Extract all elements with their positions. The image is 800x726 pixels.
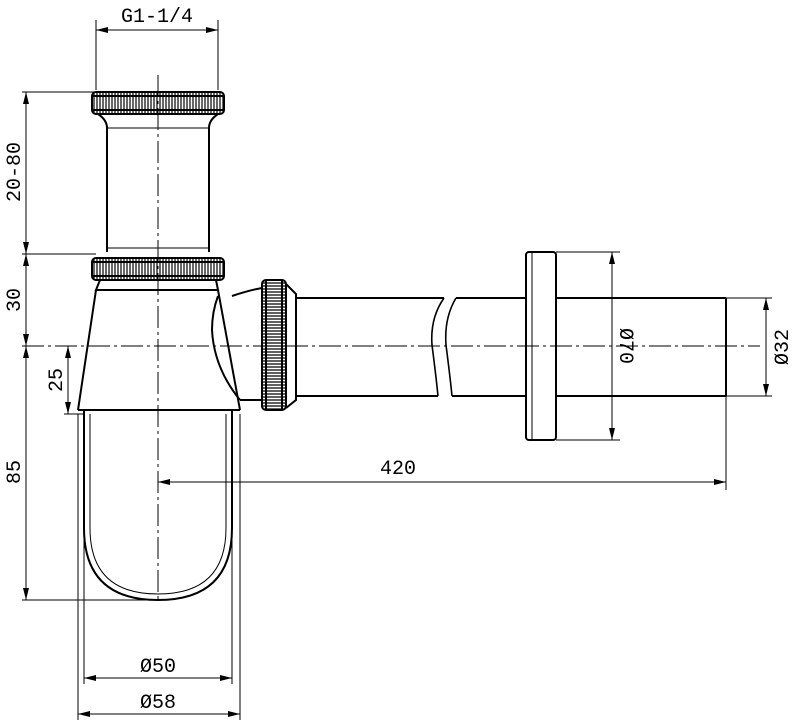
dia-58-label: Ø58: [140, 692, 176, 715]
height-30-label: 30: [4, 288, 27, 312]
trap-body: [77, 287, 263, 411]
dimension-dia32: Ø32: [726, 297, 795, 397]
middle-threaded-nut: [91, 257, 225, 291]
dimension-dia70: Ø70: [556, 251, 636, 441]
dia-70-label: Ø70: [613, 328, 636, 364]
dia-50-label: Ø50: [140, 656, 176, 679]
dia-32-label: Ø32: [772, 329, 795, 365]
length-420-label: 420: [380, 458, 416, 481]
top-threaded-nut: [91, 91, 225, 115]
dimension-left-stack: 20-80 30 85: [4, 91, 158, 601]
dimension-420: 420: [158, 396, 727, 490]
height-25-label: 25: [46, 368, 69, 392]
height-adjust-label: 20-80: [4, 142, 27, 202]
dimension-dia58: Ø58: [77, 414, 241, 720]
outlet-pipe: [296, 297, 727, 397]
height-85-label: 85: [4, 460, 27, 484]
center-lines: [22, 75, 760, 600]
dimension-dia50: Ø50: [83, 420, 233, 684]
dimension-thread: G1-1/4: [95, 6, 219, 90]
dimension-25: 25: [46, 346, 84, 415]
thread-size-label: G1-1/4: [121, 6, 193, 29]
outlet-threaded-nut: [261, 279, 297, 411]
tailpiece-pipe: [97, 113, 219, 252]
wall-rosette: [525, 251, 557, 441]
